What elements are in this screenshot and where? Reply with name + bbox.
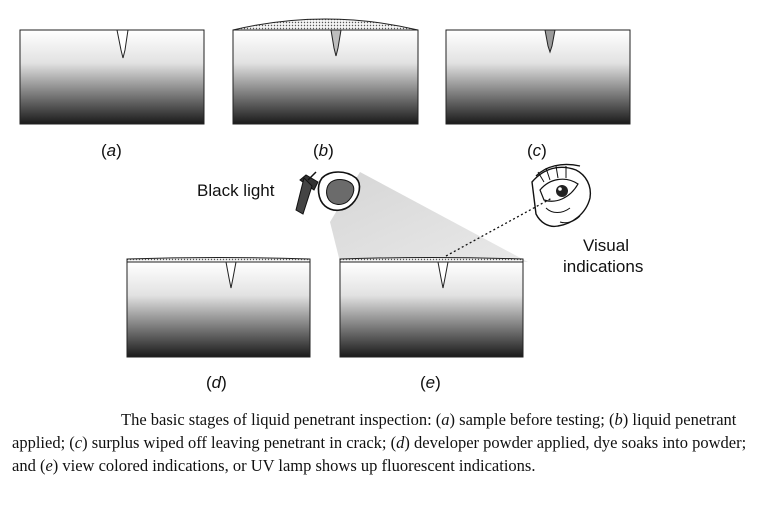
crack-c: [544, 29, 556, 54]
stage-b-sample: [232, 18, 419, 125]
stage-e-sample: [339, 257, 524, 358]
developer-layer-e: [339, 257, 524, 263]
black-light-label: Black light: [197, 181, 275, 200]
black-light-lamp-icon: [295, 171, 361, 215]
stage-d-label: (d): [206, 373, 227, 392]
visual-indications-label-line1: Visual: [583, 236, 629, 255]
crack-e: [437, 261, 449, 289]
sight-line: [445, 197, 553, 257]
stage-b-label: (b): [313, 141, 334, 160]
developer-layer-d: [126, 257, 311, 263]
crack-b: [330, 29, 342, 57]
figure-caption: The basic stages of liquid penetrant ins…: [12, 410, 747, 475]
stage-a-sample: [19, 29, 205, 125]
stage-c-label: (c): [527, 141, 547, 160]
crack-a: [116, 29, 129, 59]
penetrant-layer: [232, 18, 419, 31]
stage-c-sample: [445, 29, 631, 125]
visual-indications-label-line2: indications: [563, 257, 643, 276]
stage-e-label: (e): [420, 373, 441, 392]
eye-icon: [531, 163, 592, 228]
stage-a-label: (a): [101, 141, 122, 160]
light-beam: [330, 172, 528, 262]
crack-d: [225, 261, 237, 289]
stage-d-sample: [126, 257, 311, 358]
